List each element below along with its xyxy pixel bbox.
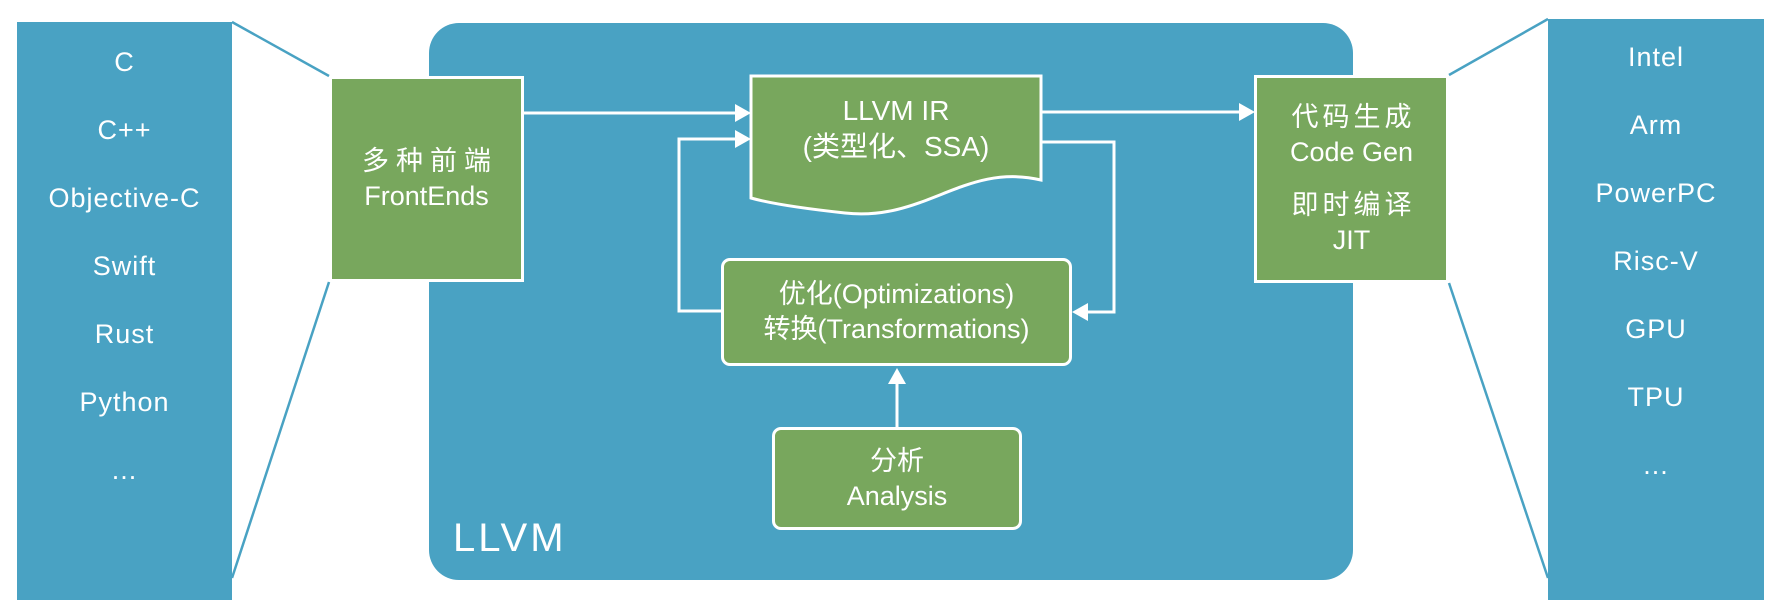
list-item: Objective-C xyxy=(48,183,201,213)
frontends-label-en: FrontEnds xyxy=(364,181,489,211)
llvm-container-label: LLVM xyxy=(453,516,567,560)
jit-label-en: JIT xyxy=(1332,225,1371,255)
frontends-box: 多种前端 FrontEnds xyxy=(329,76,524,282)
llvm-ir-title: LLVM IR xyxy=(842,95,950,126)
funnel-line-left-bottom xyxy=(230,281,331,579)
codegen-box: 代码生成 Code Gen 即时编译 JIT xyxy=(1254,75,1449,283)
codegen-label-cn: 代码生成 xyxy=(1291,102,1416,132)
list-item: Risc-V xyxy=(1613,246,1699,276)
llvm-ir-label: LLVM IR (类型化、SSA) xyxy=(751,78,1041,180)
analysis-label-cn: 分析 xyxy=(870,445,924,476)
codegen-label-en: Code Gen xyxy=(1289,137,1414,167)
analysis-box: 分析 Analysis xyxy=(772,427,1022,530)
arrow-opt-to-ir-loop xyxy=(677,137,737,313)
jit-label-cn: 即时编译 xyxy=(1291,190,1416,220)
llvm-ir-subtitle: (类型化、SSA) xyxy=(802,131,990,162)
frontends-label-cn: 多种前端 xyxy=(362,146,498,176)
list-item: PowerPC xyxy=(1595,178,1717,208)
analysis-label-en: Analysis xyxy=(846,480,948,511)
list-item: ... xyxy=(1643,450,1669,480)
arrow-ir-to-opt-loop xyxy=(1041,140,1116,314)
list-item: Arm xyxy=(1629,110,1683,140)
optimizations-box: 优化(Optimizations) 转换(Transformations) xyxy=(721,258,1072,366)
list-item: GPU xyxy=(1625,314,1687,344)
llvm-ir-document-shape xyxy=(749,74,1043,216)
list-item: Swift xyxy=(92,251,157,281)
funnel-line-left-top xyxy=(231,20,330,78)
transformations-label: 转换(Transformations) xyxy=(763,314,1030,344)
funnel-line-right-bottom xyxy=(1447,282,1550,579)
funnel-line-right-top xyxy=(1448,17,1549,77)
list-item: Intel xyxy=(1627,42,1685,72)
list-item: Rust xyxy=(94,319,155,349)
list-item: Python xyxy=(79,387,170,417)
list-item: TPU xyxy=(1627,382,1685,412)
optimizations-label: 优化(Optimizations) xyxy=(778,279,1015,309)
list-item: ... xyxy=(111,455,138,485)
list-item: C xyxy=(114,47,135,77)
list-item: C++ xyxy=(97,115,152,145)
